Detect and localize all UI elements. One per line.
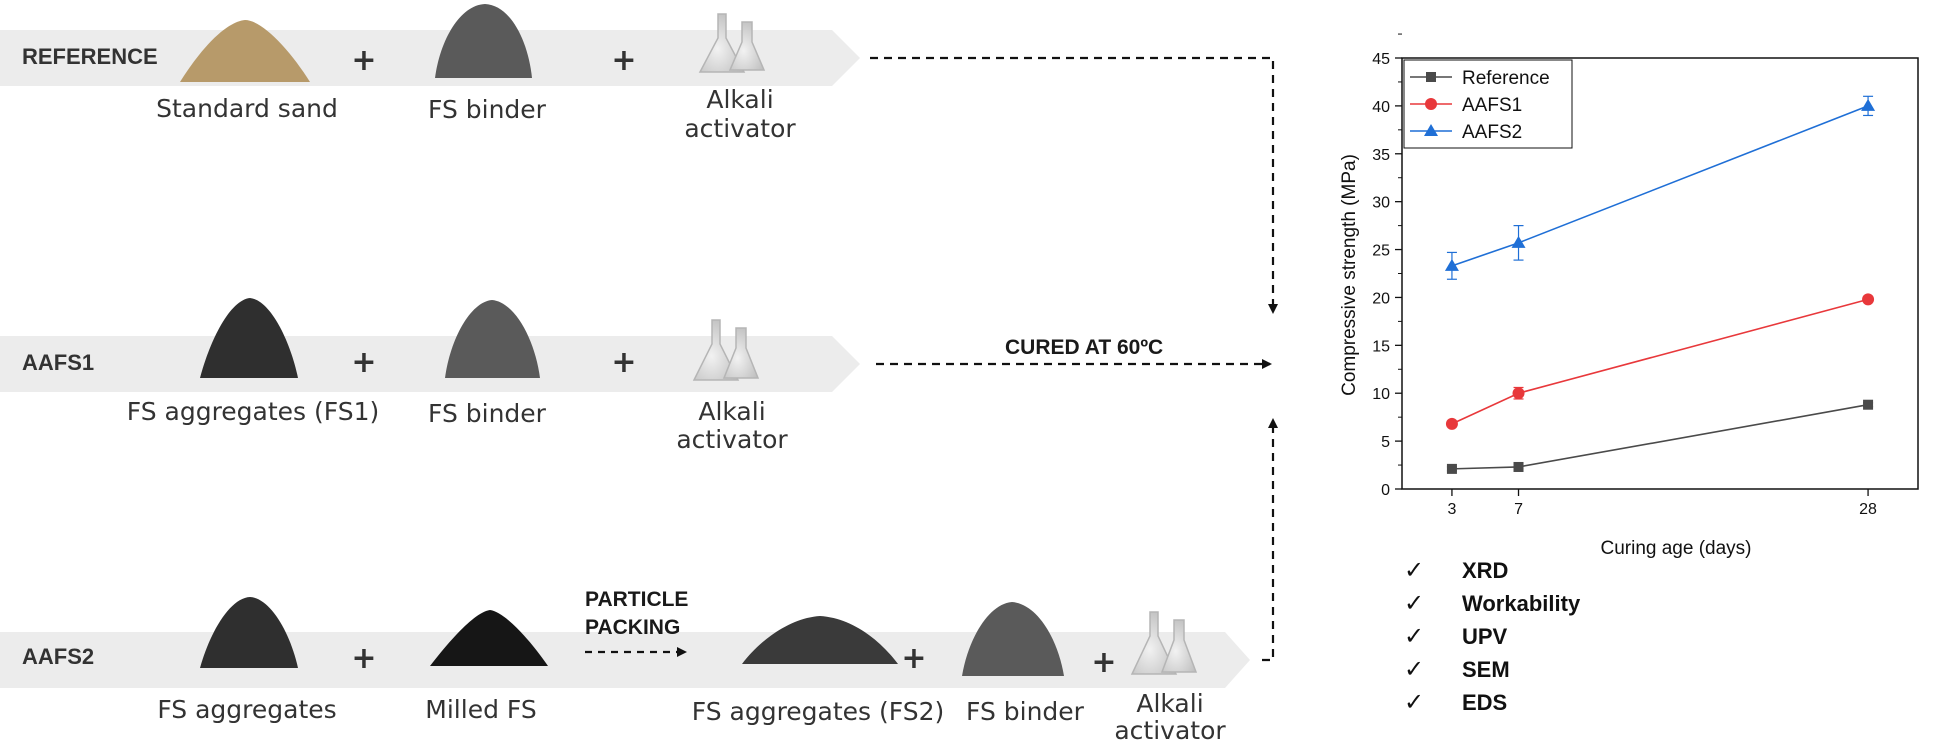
check-icon: ✓ [1404,556,1424,584]
legend-label: AAFS2 [1462,122,1522,143]
test-item-xrd: XRD [1462,558,1508,583]
test-item-upv: UPV [1462,624,1508,649]
legend-label: Reference [1462,68,1550,89]
x-tick-label: 7 [1514,501,1523,518]
legend-label: AAFS1 [1462,95,1522,116]
caption-fs-binder: FS binder [966,697,1085,726]
data-point [1445,417,1458,430]
data-point [1862,293,1875,306]
y-tick-label: 15 [1372,338,1390,355]
data-point [1444,258,1459,271]
plus-sign: + [351,641,376,676]
data-point [1863,399,1874,410]
y-tick-label: 5 [1381,434,1390,451]
data-point [1446,463,1457,474]
y-tick-label: 45 [1372,51,1390,68]
compressive-strength-chart: 0 5 10 15 20 25 30 35 40 45 3 7 28 ReferenceAAFS1AA… [1339,33,1919,559]
x-tick-label: 28 [1859,501,1877,518]
x-axis: 3 7 28 [1447,489,1877,518]
milled-pile-icon [430,610,548,666]
flask-icon [698,13,766,73]
caption-standard-sand: Standard sand [156,94,338,123]
x-tick-label: 3 [1447,501,1456,518]
caption-fs-aggregates-fs1: FS aggregates (FS1) [127,397,380,426]
caption-alkali: Alkali [1136,689,1203,718]
caption-fs-aggregates: FS aggregates [157,695,336,724]
powder-pile-icon [435,4,532,78]
check-icon: ✓ [1404,589,1424,617]
series-layer [1444,95,1876,474]
flow-arrow-reference [870,56,1278,314]
y-axis-label: Compressive strength (MPa) [1339,154,1360,396]
caption-milled-fs: Milled FS [425,695,536,724]
sand-pile-shape [180,20,310,82]
row-label-aafs2: AAFS2 [22,644,94,669]
y-axis: 0 5 10 15 20 25 30 35 40 45 [1372,33,1402,499]
y-tick-label: 20 [1372,290,1390,307]
caption-activator: activator [684,114,796,143]
row-label-reference: REFERENCE [22,44,158,69]
powder-pile-icon [962,602,1064,676]
row-band-aafs2 [0,632,1250,688]
data-point [1513,461,1524,472]
test-checklist: ✓ XRD ✓ Workability ✓ UPV ✓ SEM ✓ EDS [1404,556,1581,716]
particle-packing-label: PACKING [585,616,680,639]
test-item-eds: EDS [1462,690,1507,715]
y-tick-label: 25 [1372,243,1390,260]
caption-activator: activator [676,425,788,454]
test-item-workability: Workability [1462,591,1581,616]
row-label-aafs1: AAFS1 [22,350,94,375]
data-point [1511,235,1526,248]
legend-marker [1424,124,1438,136]
plus-sign: + [1091,645,1116,680]
x-axis-label: Curing age (days) [1600,538,1751,559]
caption-fs-binder: FS binder [428,399,547,428]
flask-icon [1130,611,1198,675]
check-icon: ✓ [1404,688,1424,716]
check-icon: ✓ [1404,655,1424,683]
cured-label: CURED AT 60ºC [1005,336,1163,359]
flask-icon [692,319,760,381]
plus-sign: + [351,345,376,380]
legend-marker [1425,98,1437,110]
aggregate-pile-icon [200,597,298,668]
sand-pile-icon [180,20,310,82]
data-point [1512,387,1525,400]
series-line-aafs1 [1451,298,1869,425]
y-tick-label: 0 [1381,482,1390,499]
legend-marker [1426,72,1436,82]
aggregate-pile-icon [200,298,298,378]
plus-sign: + [611,345,636,380]
plus-sign: + [351,43,376,78]
y-tick-label: 35 [1372,147,1390,164]
data-point [1861,98,1876,111]
flow-arrow-aafs2 [1262,418,1278,662]
caption-activator: activator [1114,716,1226,745]
caption-fs-binder: FS binder [428,95,547,124]
test-item-sem: SEM [1462,657,1510,682]
plus-sign: + [901,641,926,676]
caption-alkali: Alkali [698,397,765,426]
powder-pile-icon [445,300,540,378]
particle-packing-label: PARTICLE [585,588,688,611]
series-line-reference [1451,403,1869,470]
y-tick-label: 30 [1372,195,1390,212]
y-tick-label: 40 [1372,99,1390,116]
mixed-pile-icon [742,616,898,664]
caption-fs-aggregates-fs2: FS aggregates (FS2) [692,697,945,726]
caption-alkali: Alkali [706,85,773,114]
y-tick-label: 10 [1372,386,1390,403]
check-icon: ✓ [1404,622,1424,650]
plus-sign: + [611,43,636,78]
